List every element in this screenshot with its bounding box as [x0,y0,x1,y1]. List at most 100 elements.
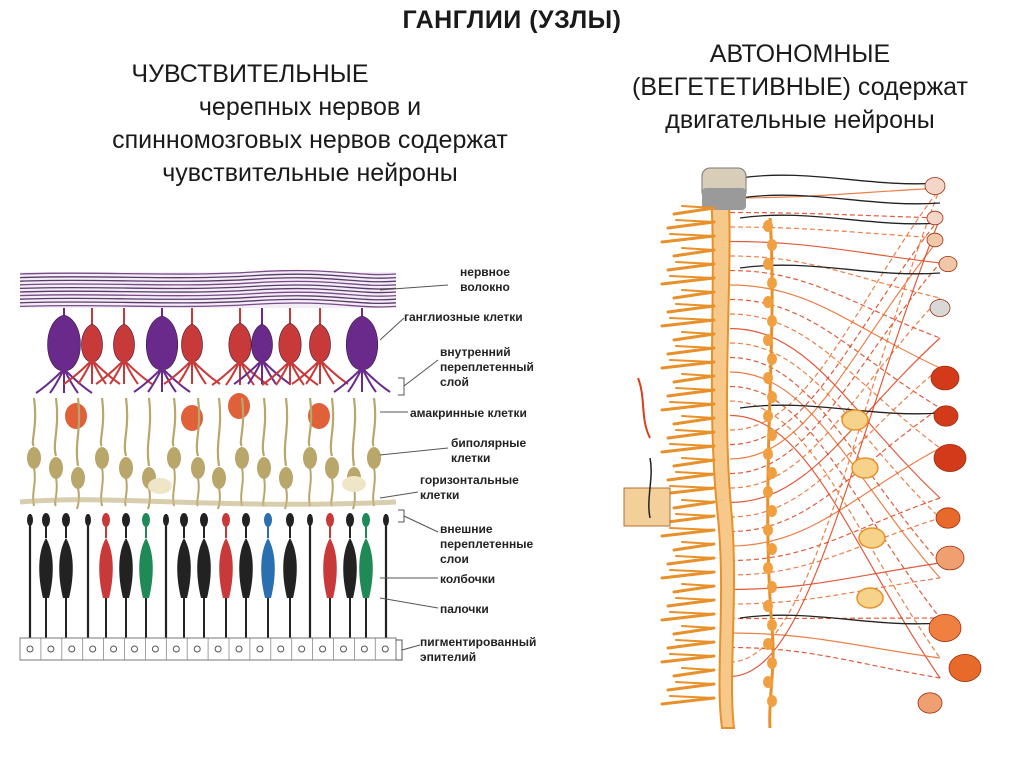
bipolar-axon [54,477,58,507]
autonomic-nerve-fiber [729,187,941,199]
spinal-nerve-root [669,275,715,279]
ganglion-dendrite [35,368,65,394]
spinal-nerve-root [681,289,715,293]
autonomic-nerve-fiber [729,447,941,547]
cone-terminal [200,513,208,527]
sensory-heading-line-3: спинномозговых нервов содержат [112,126,508,154]
target-organ [948,653,982,682]
cone-terminal [122,513,130,527]
cone-terminal [362,513,370,527]
spinal-nerve-root [666,514,716,524]
parasympathetic-fiber [739,194,941,205]
label-pigment-line-2: эпителий [420,650,477,664]
sensory-heading-line-4: чувствительные нейроны [162,159,458,187]
ganglion-dendrite [77,359,93,385]
autonomic-nerve-fiber [729,407,941,533]
epithelial-cell-nucleus [277,645,285,653]
cone-body [99,538,113,598]
spinal-nerve-root [666,262,716,272]
bipolar-dendrite [216,397,222,467]
spinal-nerve-root [672,626,716,636]
ganglion-cell-body [309,323,331,363]
nerve-fiber [19,291,397,297]
cone-body [323,538,337,598]
cone-body [139,538,153,598]
spinal-nerve-root [681,415,715,419]
spinal-nerve-root [672,290,716,300]
amacrine-cell [181,405,203,431]
cone-terminal [142,513,150,527]
sensory-ganglia-heading: ЧУВСТВИТЕЛЬНЫЕ черепных нервов и спинном… [40,58,580,190]
label-bipolar-cells: биполярные клетки [451,436,526,466]
sympathetic-ganglion [767,695,777,707]
ganglion-cell-body [113,323,135,363]
rod-nucleus [27,514,33,526]
prevertebral-ganglion [841,409,869,431]
spinal-nerve-root [666,682,716,692]
bipolar-dendrite [31,397,37,447]
sympathetic-ganglion [767,543,777,555]
autonomic-nerve-fiber [729,337,941,504]
label-inner-plexiform-line-2: переплетенный [440,360,534,374]
sympathetic-ganglion [767,239,777,251]
ganglion-dendrite [91,359,121,385]
spinal-nerve-root [669,527,715,531]
spinal-nerve-root [681,247,715,251]
nerve-fiber [19,273,397,279]
autonomic-heading-line-3: двигательные нейроны [665,106,935,134]
cone-terminal [42,513,50,527]
spinal-nerve-root [675,513,715,517]
spinal-nerve-root [660,696,716,706]
cone-body [197,538,211,598]
spinal-nerve-root [666,304,716,314]
bipolar-cell-body [27,447,41,469]
spinal-nerve-root [681,457,715,461]
spinal-nerve-root [660,444,716,454]
nerve-fiber [19,284,397,290]
ganglion-dendrite [305,359,321,385]
ganglion-cell-body [228,322,252,364]
label-ganglion-cells: ганглиозные клетки [404,310,523,324]
epithelial-cell-nucleus [151,645,159,653]
ganglion-cell-layer [35,308,391,431]
spinal-nerve-root [672,248,716,258]
spinal-nerve-root [660,486,716,496]
spinal-nerve-root [660,570,716,580]
bipolar-cell-body [325,457,339,479]
ganglion-cell-body [278,322,302,364]
label-inner-plexiform-line-1: внутренний [440,345,511,359]
ganglion-dendrite [109,359,125,385]
ganglion-dendrite [333,367,363,393]
autonomic-nerve-fiber [729,269,941,339]
ganglion-dendrite [319,359,349,385]
spinal-nerve-root [660,402,716,412]
spinal-nerve-root [675,261,715,265]
ganglion-dendrite [161,367,191,393]
autonomic-nerve-fiber [729,297,941,489]
rod-nucleus [383,514,389,526]
ganglion-dendrite [361,367,391,393]
label-horizontal-line-1: горизонтальные [420,473,519,487]
epithelial-cell-nucleus [193,645,201,653]
ganglion-dendrite [261,359,291,385]
bipolar-cell-body [119,457,133,479]
parasympathetic-fiber [739,614,941,625]
bipolar-cell-body [95,447,109,469]
skin-nerve-fiber [648,457,652,519]
cone-body [261,538,275,598]
spinal-nerve-root [675,345,715,349]
autonomic-nerve-fiber [729,646,941,679]
ganglion-dendrite [95,359,125,385]
target-organs [623,177,982,714]
sympathetic-ganglion [763,676,773,688]
cone-terminal [180,513,188,527]
ganglion-dendrite [191,359,221,385]
spinal-nerve-root [681,499,715,503]
cone-terminal [102,513,110,527]
ganglion-cell-body [47,314,81,372]
target-organ [924,177,946,195]
autonomic-nerve-fiber [729,298,941,409]
spinal-nerve-root [660,612,716,622]
bipolar-axon [308,467,312,507]
sympathetic-ganglion [767,315,777,327]
